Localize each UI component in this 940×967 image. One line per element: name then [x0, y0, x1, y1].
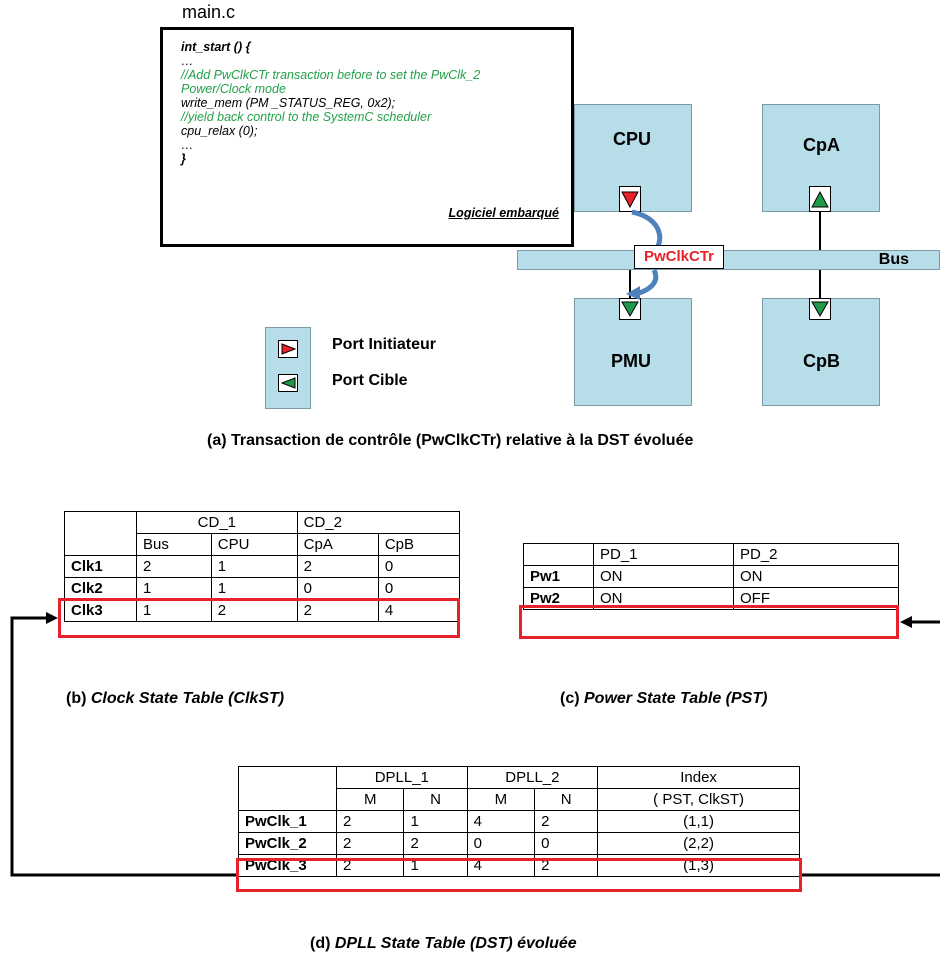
code-caption: Logiciel embarqué	[448, 206, 559, 220]
table-row: PwClk_1 2 1 4 2 (1,1)	[238, 810, 800, 833]
clkst-table: CD_1 CD_2 Bus CPU CpA CpB Clk1 2 1 2 0 C…	[64, 511, 461, 622]
caption-c-title: Power State Table (PST)	[584, 690, 768, 707]
caption-d-title: DPLL State Table (DST) évoluée	[334, 935, 577, 952]
caption-b-title: Clock State Table (ClkST)	[90, 690, 285, 707]
pst-table: PD_1 PD_2 Pw1 ON ON Pw2 ON OFF	[523, 543, 899, 610]
cpb-label: CpB	[803, 351, 840, 371]
caption-c-prefix: (c)	[560, 690, 584, 707]
legend-initiator-swatch	[278, 340, 298, 358]
legend-target-swatch	[278, 374, 298, 392]
clkst-col-header: CpB	[377, 533, 461, 556]
table-cell: OFF	[733, 587, 899, 610]
dst-group-header: DPLL_1	[336, 766, 468, 789]
clkst-group-header: CD_1	[136, 511, 298, 534]
pst-row-header: Pw1	[523, 565, 594, 588]
bus: Bus	[517, 250, 940, 270]
pst-col-header: PD_1	[593, 543, 734, 566]
caption-a-text: (a) Transaction de contrôle (PwClkCTr) r…	[207, 432, 598, 449]
dst-row-header: PwClk_1	[238, 810, 337, 833]
dst-group-header: DPLL_2	[466, 766, 599, 789]
bus-pmu-link	[629, 270, 631, 298]
clkst-col-header: CPU	[210, 533, 298, 556]
initiator-port-icon	[281, 343, 297, 355]
legend-initiator-label: Port Initiateur	[332, 336, 437, 353]
caption-c: (c) Power State Table (PST)	[560, 690, 767, 708]
code-line: //yield back control to the SystemC sche…	[181, 110, 432, 124]
pst-highlight	[519, 605, 899, 639]
target-port-icon	[621, 301, 639, 318]
cpu-initiator-port	[619, 186, 641, 212]
code-line: //Add PwClkCTr transaction before to set…	[181, 68, 481, 82]
pst-row-header: Pw2	[523, 587, 594, 610]
cpa-bus-link	[819, 212, 821, 252]
dst-highlight	[236, 858, 802, 892]
table-row: Pw1 ON ON	[523, 565, 899, 588]
file-name: main.c	[182, 2, 236, 22]
dst-col-header: M	[466, 788, 536, 811]
pmu-target-port	[619, 298, 641, 320]
transaction-label: PwClkCTr	[634, 245, 724, 269]
table-row: Pw2 ON OFF	[523, 587, 899, 610]
clkst-highlight	[58, 598, 460, 638]
dst-group-header: Index	[597, 766, 800, 789]
dst-to-clkst-link	[10, 616, 236, 877]
code-line: int_start () {	[181, 40, 251, 54]
legend-target-label: Port Cible	[332, 372, 408, 389]
caption-a: (a) Transaction de contrôle (PwClkCTr) r…	[207, 432, 693, 450]
table-cell: 2	[335, 810, 405, 833]
initiator-port-icon	[621, 191, 639, 209]
code-line: Power/Clock mode	[181, 82, 286, 96]
target-port-icon	[811, 301, 829, 318]
code-line: }	[181, 152, 186, 166]
code-window: int_start () {…//Add PwClkCTr transactio…	[160, 27, 574, 247]
code-listing: int_start () {…//Add PwClkCTr transactio…	[181, 40, 480, 166]
caption-d-prefix: (d)	[310, 935, 335, 952]
cpu-label: CPU	[613, 129, 652, 149]
caption-b-prefix: (b)	[66, 690, 91, 707]
code-line: write_mem (PM _STATUS_REG, 0x2);	[181, 96, 396, 110]
bus-label: Bus	[878, 251, 909, 268]
caption-d: (d) DPLL State Table (DST) évoluée	[310, 935, 577, 953]
dst-row-header: PwClk_2	[238, 832, 337, 855]
pmu-label: PMU	[611, 351, 651, 371]
bus-cpb-link	[819, 270, 821, 298]
caption-b: (b) Clock State Table (ClkST)	[66, 690, 284, 708]
cpb-target-port	[809, 298, 831, 320]
caption-a-dst: DST	[597, 432, 630, 449]
table-row: Clk1 2 1 2 0	[64, 555, 461, 578]
caption-a-suffix: évoluée	[629, 432, 694, 449]
cpa-target-port	[809, 186, 831, 212]
table-row: PwClk_2 2 2 0 0 (2,2)	[238, 832, 800, 855]
table-row: Clk3 1 2 2 4	[64, 599, 461, 622]
dst-col-header: M	[335, 788, 405, 811]
cpa-label: CpA	[803, 135, 840, 155]
arrowhead-icon	[900, 616, 912, 628]
target-port-icon	[811, 190, 829, 208]
arrowhead-icon	[46, 612, 58, 624]
code-line: …	[181, 138, 194, 152]
code-line: …	[181, 54, 194, 68]
clkst-row-header: Clk3	[64, 599, 137, 622]
code-line: cpu_relax (0);	[181, 124, 258, 138]
legend-box	[265, 327, 311, 409]
target-port-icon	[280, 377, 296, 389]
